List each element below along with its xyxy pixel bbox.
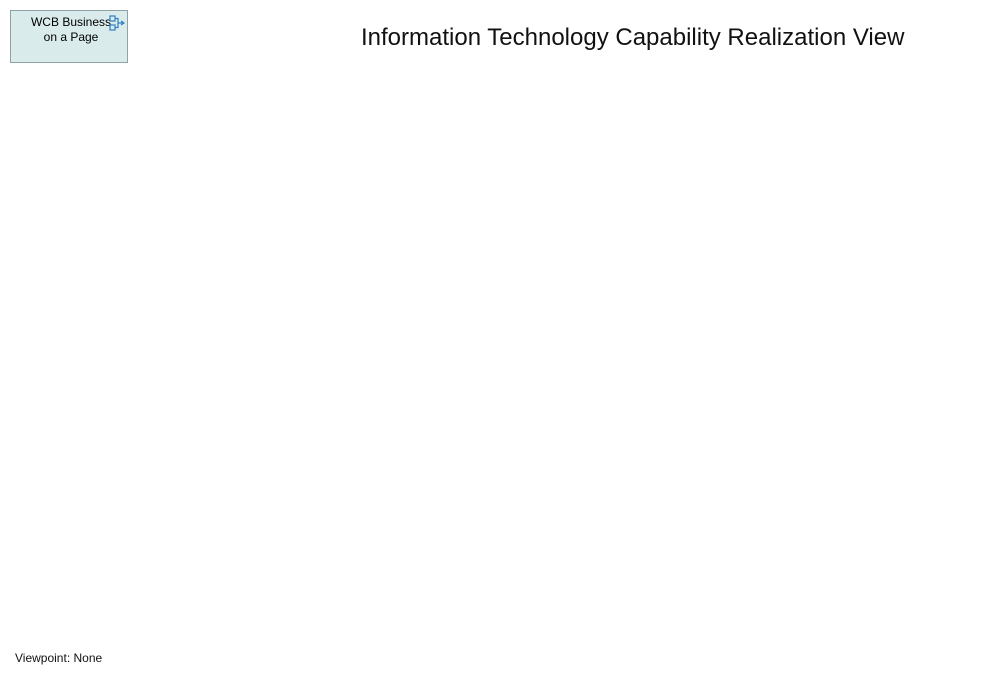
view-reference-wcb-business-on-a-page[interactable]: WCB Business on a Page <box>10 10 128 63</box>
viewpoint-label: Viewpoint: None <box>15 651 103 665</box>
diagram-title: Information Technology Capability Realiz… <box>361 24 905 51</box>
view-reference-label: WCB Business on a Page <box>30 15 112 44</box>
view-reference-icon <box>109 15 125 31</box>
